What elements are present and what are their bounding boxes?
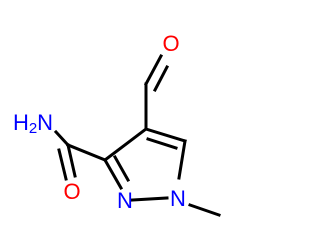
structure-canvas: O H2N O N N (12, 30, 221, 217)
bond-c3-c4 (102, 126, 149, 163)
bond-cho-o-double (152, 64, 170, 93)
amide-oxygen-label: O (63, 179, 80, 204)
bond-c3-amide-c (66, 143, 107, 162)
bond-cho-o-single (143, 53, 164, 87)
bond-c4-c5-double (146, 137, 178, 150)
bond-n1-methyl (188, 203, 221, 217)
bond-amide-c-o-double (57, 148, 68, 181)
bond-n2-c3 (102, 157, 124, 191)
ring-nitrogen-2-label: N (117, 188, 133, 213)
bond-c4-c5 (144, 127, 187, 143)
atom-labels: O H2N O N N (13, 31, 186, 213)
amide-nitrogen-label: H2N (13, 110, 53, 137)
bond-n1-n2 (130, 196, 169, 202)
bond-amide-c-o-single (66, 143, 77, 178)
chemical-structure-diagram: O H2N O N N (13, 31, 221, 217)
bond-c5-n1 (177, 139, 187, 180)
bond-amide-c-n (53, 129, 71, 148)
ring-nitrogen-1-label: N (170, 186, 186, 211)
aldehyde-oxygen-label: O (162, 31, 179, 56)
bond-n2-c3-double (112, 154, 131, 183)
bonds (53, 53, 221, 217)
